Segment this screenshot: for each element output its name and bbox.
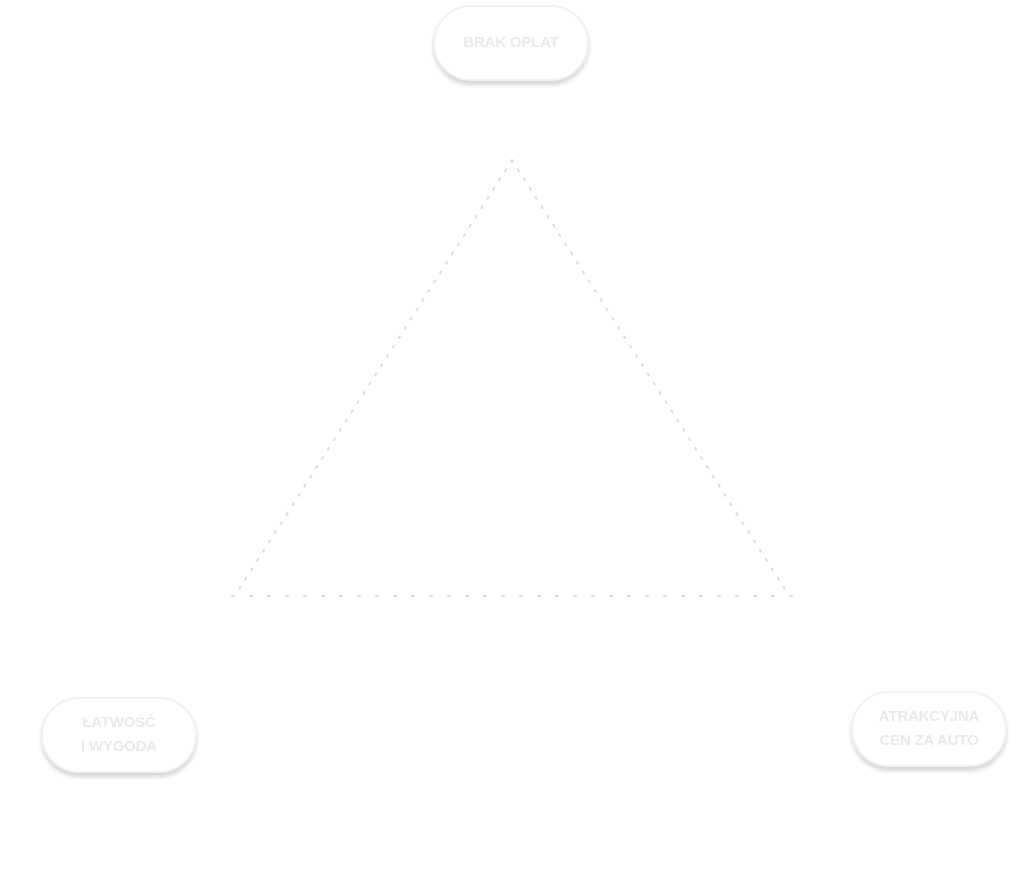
node-brak-oplat: BRAK OPLAT <box>433 5 589 81</box>
node-label: ŁATWOŚĆ I WYGODA <box>81 714 157 755</box>
node-label: BRAK OPLAT <box>463 34 559 51</box>
triangle-edge-right <box>511 159 789 595</box>
node-atrakcyjna-cen-za-auto: ATRAKCYJNA CEN ZA AUTO <box>851 691 1007 767</box>
node-label: ATRAKCYJNA CEN ZA AUTO <box>878 708 980 749</box>
node-latwosc-i-wygoda: ŁATWOŚĆ I WYGODA <box>41 697 197 773</box>
triangle-edge-left <box>235 159 513 595</box>
